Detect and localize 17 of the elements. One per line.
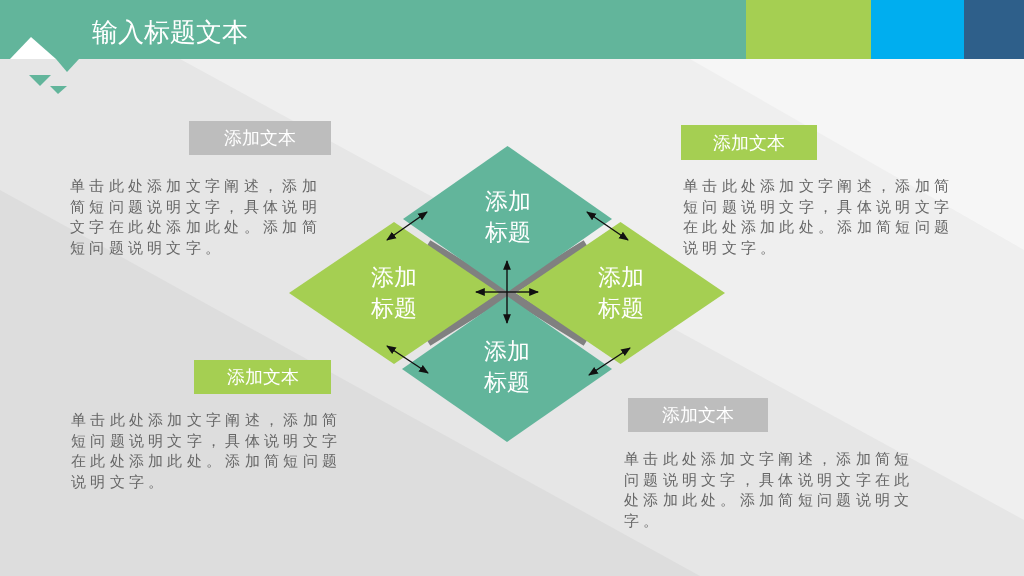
description-text: 单击此处添加文字阐述，添加简短问题说明文字，具体说明文字在此处添加此处。添加简短问题说明文字。	[683, 176, 955, 258]
description-text: 单击此处添加文字阐述，添加简短问题说明文字，具体说明文字在此处添加此处。添加简短问题说明文字。	[624, 449, 915, 531]
diamond-title: 添加标题	[370, 263, 418, 323]
double-arrow	[386, 211, 428, 241]
page-title: 输入标题文本	[92, 16, 248, 49]
label-box: 添加文本	[681, 125, 817, 160]
label-box: 添加文本	[189, 121, 331, 155]
description-text: 单击此处添加文字阐述，添加简短问题说明文字，具体说明文字在此处添加此处。添加简短问题说明文字。	[70, 176, 322, 258]
double-arrow	[386, 345, 429, 374]
double-arrow	[588, 347, 631, 376]
diamond-title: 添加标题	[483, 337, 531, 397]
diamond-title: 添加标题	[483, 187, 532, 247]
description-text: 单击此处添加文字阐述，添加简短问题说明文字，具体说明文字在此处添加此处。添加简短问题说明文字。	[71, 410, 343, 492]
diamond-title: 添加标题	[596, 263, 645, 323]
label-box: 添加文本	[628, 398, 768, 432]
label-box: 添加文本	[194, 360, 331, 394]
double-arrow	[586, 211, 629, 241]
